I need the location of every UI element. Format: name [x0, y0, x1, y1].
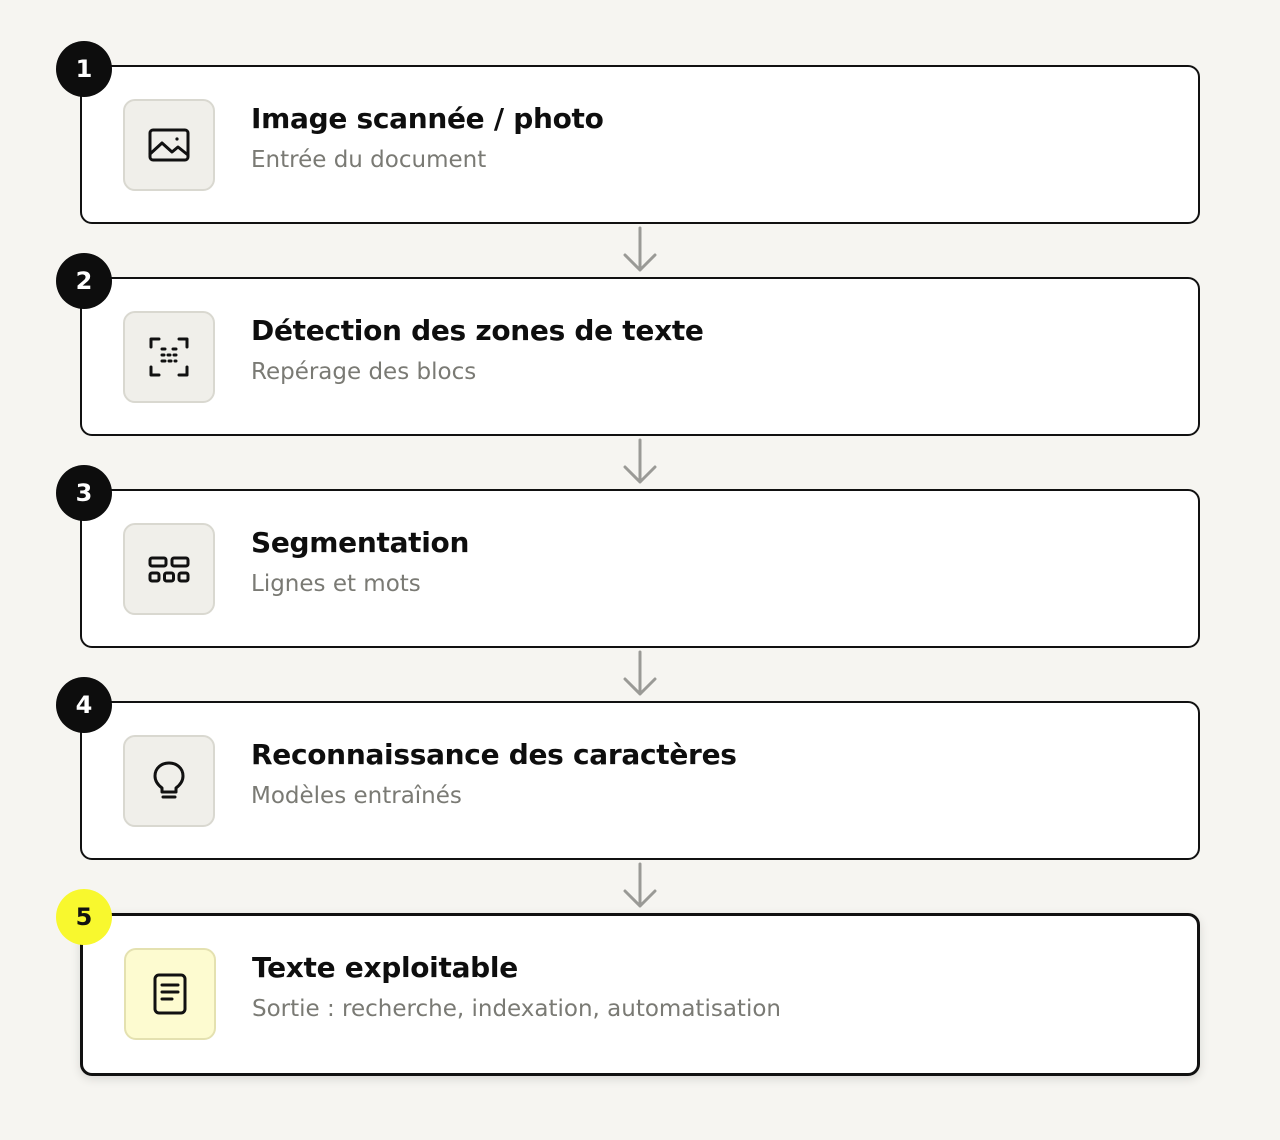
arrow-down-icon	[623, 226, 657, 272]
arrow-down-icon	[623, 862, 657, 908]
segments-icon	[148, 556, 190, 583]
step-card-1: 1 Image scannée / photo Entrée du docume…	[56, 41, 1200, 224]
step-number-badge: 3	[56, 465, 112, 521]
step-subtitle: Modèles entraînés	[251, 783, 462, 809]
step-number-badge: 2	[56, 253, 112, 309]
arrow-down-icon	[623, 438, 657, 484]
document-icon	[153, 973, 187, 1015]
icon-container	[124, 948, 216, 1040]
step-card-2: 2 Détection des zones de texte Repérage …	[56, 253, 1200, 436]
step-title: Détection des zones de texte	[251, 314, 704, 347]
step-number-badge: 1	[56, 41, 112, 97]
step-card-3: 3 Segmentation Lignes et mots	[56, 465, 1200, 648]
lightbulb-icon	[153, 761, 185, 799]
step-number-badge: 5	[56, 889, 112, 945]
step-subtitle: Sortie : recherche, indexation, automati…	[252, 996, 781, 1022]
step-title: Image scannée / photo	[251, 102, 604, 135]
step-title: Texte exploitable	[252, 951, 518, 984]
step-card-5: 5 Texte exploitable Sortie : recherche, …	[56, 889, 1200, 1076]
arrow-down-icon	[623, 650, 657, 696]
step-subtitle: Repérage des blocs	[251, 359, 477, 385]
step-number-badge: 4	[56, 677, 112, 733]
icon-container	[123, 523, 215, 615]
step-subtitle: Lignes et mots	[251, 571, 421, 597]
scan-frame-icon	[149, 337, 189, 377]
icon-container	[123, 311, 215, 403]
step-card-4: 4 Reconnaissance des caractères Modèles …	[56, 677, 1200, 860]
step-title: Reconnaissance des caractères	[251, 738, 737, 771]
step-subtitle: Entrée du document	[251, 147, 487, 173]
image-icon	[148, 128, 190, 162]
icon-container	[123, 735, 215, 827]
step-title: Segmentation	[251, 526, 470, 559]
icon-container	[123, 99, 215, 191]
